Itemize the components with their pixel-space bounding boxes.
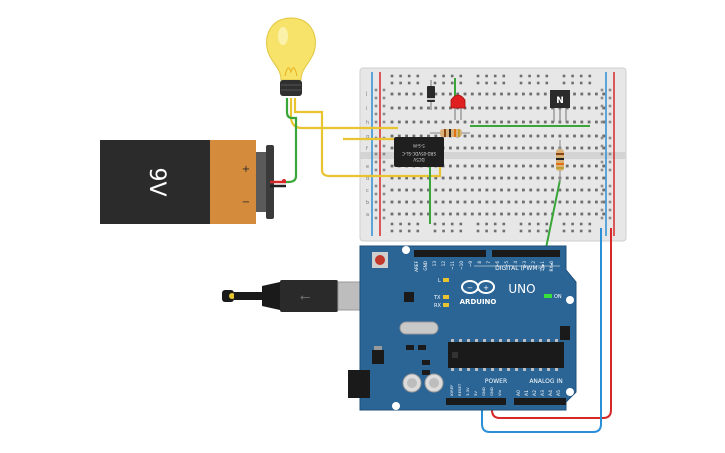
digital-pin-label: 12 (441, 261, 446, 267)
digital-header-1 (414, 250, 486, 257)
relay-text-3: 5-S-M (413, 143, 425, 148)
battery-minus: − (242, 197, 250, 208)
led-rx-label: RX (434, 303, 441, 309)
analog-pin-label: A3 (540, 390, 546, 396)
power-pin-label: RESET (457, 383, 462, 396)
resistor-horizontal (430, 129, 470, 137)
digital-pin-label: 2 (531, 261, 536, 264)
row-letter-d: d (366, 176, 369, 182)
atmega-chip (448, 342, 564, 368)
row-letter-c: c (366, 188, 369, 194)
wire-blue-gnd (481, 228, 602, 433)
led-tx-label: TX (433, 295, 441, 301)
power-pin-label: 3.3V (465, 387, 470, 396)
voltage-regulator (372, 350, 384, 364)
analog-header (514, 398, 566, 405)
row-letter-b: b (366, 200, 369, 206)
digital-pin-label: AREF (414, 260, 419, 271)
power-pin-label: 5V (473, 391, 478, 396)
power-pin-label: IOREF (449, 385, 454, 396)
power-pin-label: Vin (497, 389, 502, 396)
battery-9v: 9V + − (100, 140, 286, 224)
arduino-model: UNO (508, 282, 535, 296)
diode (427, 80, 435, 110)
power-header (446, 398, 506, 405)
digital-pin-label: 7 (486, 261, 491, 264)
digital-pin-label: ~11 (450, 261, 455, 270)
power-pin-label: GND (481, 387, 486, 396)
row-letter-i: i (366, 106, 367, 112)
crystal (399, 321, 439, 335)
row-letter-j: j (365, 91, 367, 97)
power-pin-label: GND (489, 387, 494, 396)
power-label: POWER (485, 378, 507, 385)
icsp-header (560, 326, 570, 340)
digital-pin-label: 13 (432, 261, 437, 267)
resistor-vertical (556, 140, 564, 182)
digital-pin-label: GND (423, 261, 428, 271)
wire-red-5v (491, 228, 612, 419)
svg-text:+: + (483, 284, 489, 292)
bulb-socket (280, 80, 302, 96)
red-led (450, 94, 466, 120)
light-bulb (266, 17, 316, 96)
usb-cable: ⭠ (222, 280, 371, 312)
wire-green-bulb-battery (284, 98, 298, 184)
analog-pin-label: A0 (516, 390, 522, 396)
wire-green-arduino-pin (545, 179, 561, 249)
row-letter-f: f (366, 146, 368, 152)
wire-yellow-relay-return (293, 98, 442, 178)
digital-pin-label: ~9 (468, 261, 473, 268)
led-on (544, 294, 552, 298)
analog-pin-label: A4 (548, 390, 554, 396)
digital-pin-label: ~5 (504, 261, 509, 268)
svg-text:−: − (467, 284, 473, 292)
usb-symbol-icon: ⭠ (300, 290, 310, 305)
digital-pin-label: 4 (513, 261, 518, 264)
row-letter-h: h (366, 120, 369, 126)
digital-header-2 (492, 250, 560, 257)
led-l (443, 278, 449, 282)
digital-pin-label: TX▸1 (540, 261, 545, 273)
led-l-label: L (438, 278, 441, 284)
row-letter-e: e (366, 164, 369, 170)
analog-pin-label: A5 (556, 390, 562, 396)
power-jack (348, 370, 370, 398)
arduino-logo: − + (461, 280, 495, 294)
relay-text-2: SRD-05VDC-SL-C (402, 151, 436, 156)
analog-pin-label: A2 (532, 390, 538, 396)
digital-pin-label: 8 (477, 261, 482, 264)
relay-text-1: DC5V (413, 157, 424, 162)
analog-label: ANALOG IN (529, 378, 562, 385)
led-rx (443, 303, 449, 307)
analog-pin-label: A1 (524, 390, 530, 396)
led-on-label: ON (554, 294, 562, 300)
row-letter-g: g (366, 134, 369, 140)
relay: DC5V SRD-05VDC-SL-C 5-S-M (394, 137, 444, 167)
row-letter-a: a (366, 212, 369, 218)
digital-pin-label: ~10 (459, 261, 464, 270)
digital-pin-label: ~3 (522, 261, 527, 268)
battery-voltage-label: 9V (144, 167, 169, 196)
transistor-label: N (556, 96, 564, 106)
battery-plus: + (242, 164, 250, 175)
reset-button-cap[interactable] (375, 255, 385, 265)
usb-plug (280, 280, 338, 312)
npn-transistor: N (550, 90, 570, 122)
arduino-brand: ARDUINO (460, 298, 497, 306)
led-tx (443, 295, 449, 299)
digital-pin-label: ~6 (495, 261, 500, 268)
digital-label: DIGITAL (PWM~) (495, 265, 545, 272)
